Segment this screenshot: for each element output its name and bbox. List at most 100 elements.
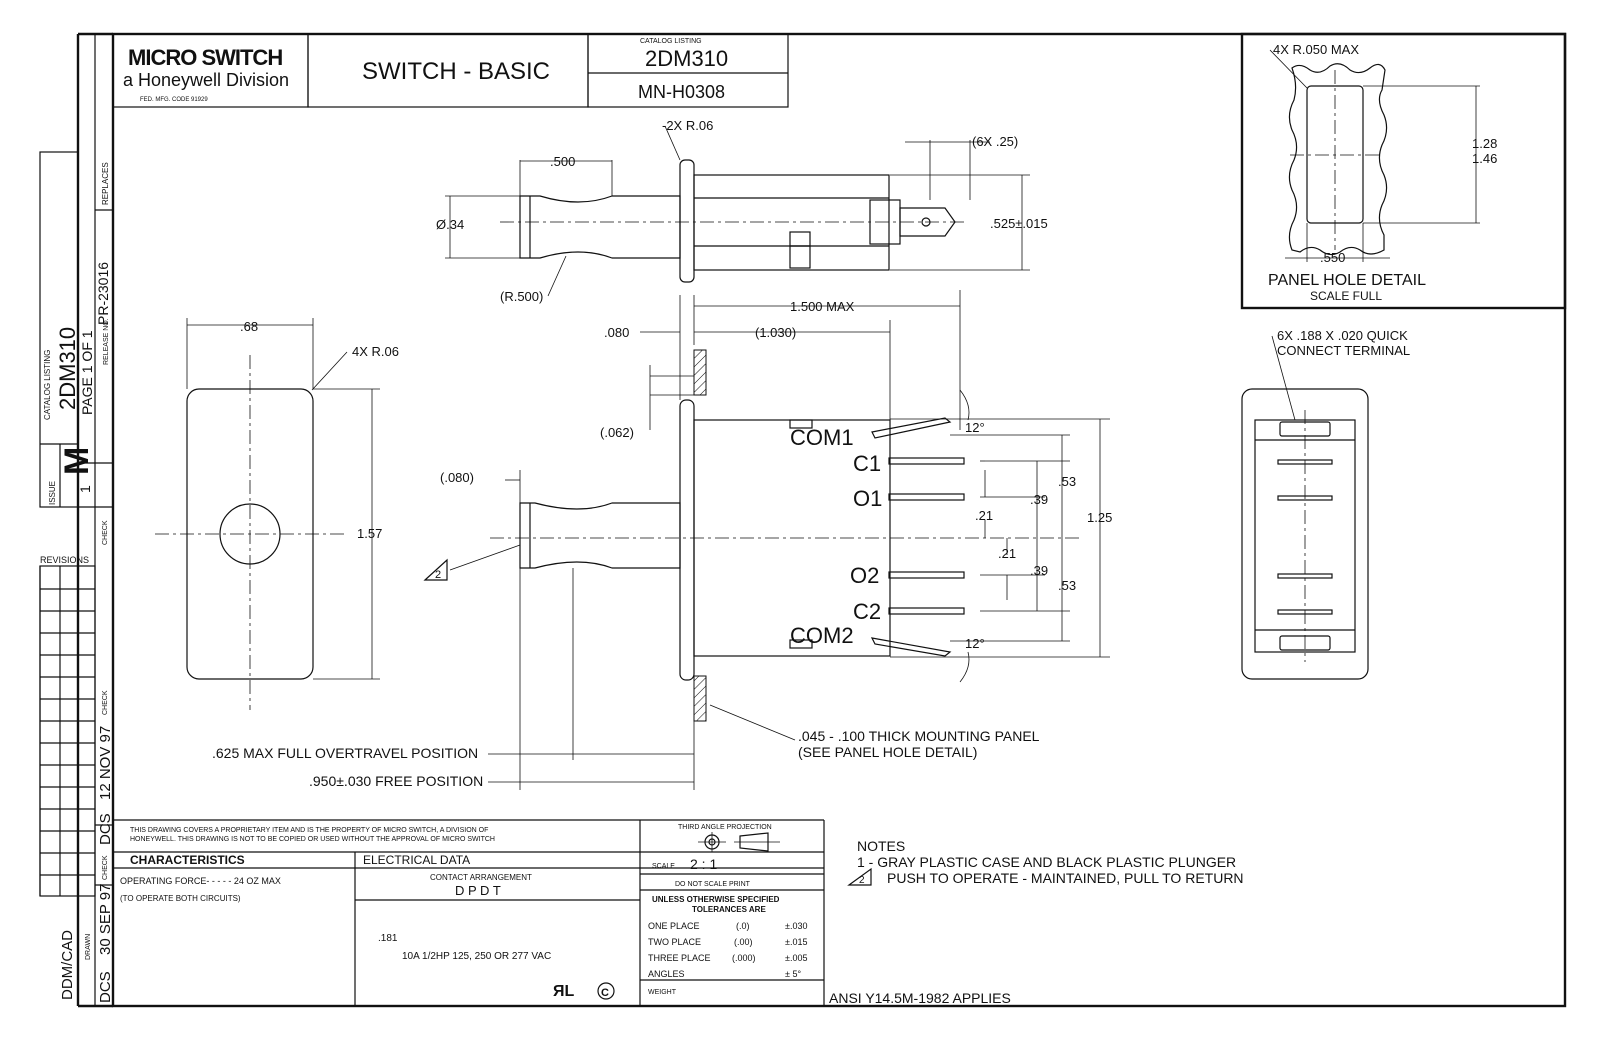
characteristics-header: CHARACTERISTICS bbox=[130, 853, 245, 867]
side-view bbox=[490, 349, 1080, 722]
tol-row-1-value: ±.030 bbox=[785, 921, 807, 931]
side-revisions: REVISIONS bbox=[40, 555, 89, 565]
panel-hole-title: PANEL HOLE DETAIL bbox=[1268, 272, 1426, 289]
do-not-scale: DO NOT SCALE PRINT bbox=[675, 881, 751, 888]
dim-diameter: Ø.34 bbox=[436, 217, 464, 232]
side-replaces: REPLACES bbox=[101, 162, 110, 205]
side-catalog-number: 2DM310 bbox=[55, 327, 80, 410]
dim-flange-radius: -2X R.06 bbox=[662, 118, 713, 133]
side-ddm-cad: DDM/CAD bbox=[59, 930, 76, 1000]
bottom-block bbox=[113, 819, 825, 1006]
proprietary-1: THIS DRAWING COVERS A PROPRIETARY ITEM A… bbox=[130, 827, 488, 834]
drawing-border bbox=[111, 32, 1567, 1008]
mn-number: MN-H0308 bbox=[638, 82, 725, 102]
notes-title: NOTES bbox=[857, 838, 905, 854]
note-1: 1 - GRAY PLASTIC CASE AND BLACK PLASTIC … bbox=[857, 854, 1236, 870]
side-check-1: CHECK bbox=[102, 520, 109, 545]
catalog-number: 2DM310 bbox=[645, 46, 728, 71]
terminal-note-1: 6X .188 X .020 QUICK bbox=[1277, 328, 1408, 343]
terminal-o1: O1 bbox=[853, 486, 882, 511]
side-release-number: PR-23016 bbox=[95, 262, 111, 325]
side-initials-1: DCS bbox=[97, 813, 114, 845]
rear-view bbox=[1241, 388, 1369, 680]
tol-row-2-label: TWO PLACE bbox=[648, 937, 701, 947]
dim-panel-gap: (.062) bbox=[600, 425, 634, 440]
tol-row-2-value: ±.015 bbox=[785, 937, 807, 947]
dim-height-525: .525±.015 bbox=[990, 216, 1048, 231]
terminal-c1: C1 bbox=[853, 451, 881, 476]
rating-code: .181 bbox=[378, 933, 398, 944]
side-release-label: RELEASE NO. bbox=[103, 318, 110, 365]
svg-text:C: C bbox=[601, 987, 609, 999]
proprietary-2: HONEYWELL. THIS DRAWING IS NOT TO BE COP… bbox=[130, 836, 495, 843]
scale-label: SCALE bbox=[652, 863, 675, 870]
side-drawn: DRAWN bbox=[85, 934, 92, 960]
brand-division: a Honeywell Division bbox=[123, 70, 289, 90]
dim-039-top: .39 bbox=[1030, 492, 1048, 507]
dim-plunger-length: .500 bbox=[550, 154, 575, 169]
panel-hole-height-max: 1.46 bbox=[1472, 151, 1497, 166]
side-date-2: 30 SEP 97 bbox=[97, 884, 114, 955]
dim-053-top: .53 bbox=[1058, 474, 1076, 489]
title-block bbox=[112, 33, 789, 108]
revisions-grid bbox=[39, 565, 113, 897]
panel-hole-scale: SCALE FULL bbox=[1310, 289, 1382, 303]
tol-row-3-places: (.000) bbox=[732, 953, 756, 963]
side-date-1: 12 NOV 97 bbox=[97, 726, 114, 800]
dim-plunger-offset: (.080) bbox=[440, 470, 474, 485]
ul-csa-marks: ЯL C bbox=[553, 982, 615, 1000]
angle-top: 12° bbox=[965, 420, 985, 435]
third-angle-projection-icon bbox=[698, 832, 780, 852]
rating: 10A 1/2HP 125, 250 OR 277 VAC bbox=[402, 951, 551, 962]
side-catalog-block bbox=[39, 151, 79, 508]
panel-hole-box bbox=[1240, 32, 1567, 310]
tol-row-3-label: THREE PLACE bbox=[648, 953, 711, 963]
top-view bbox=[500, 159, 965, 283]
scale-value: 2 : 1 bbox=[690, 856, 717, 872]
dim-front-radius: 4X R.06 bbox=[352, 344, 399, 359]
terminal-note-2: CONNECT TERMINAL bbox=[1277, 343, 1410, 358]
operating-force: OPERATING FORCE- - - - - 24 OZ MAX bbox=[120, 876, 281, 886]
tol-row-3-value: ±.005 bbox=[785, 953, 807, 963]
brand-logo: MICRO SWITCH bbox=[128, 45, 282, 70]
dim-front-height: 1.57 bbox=[357, 526, 382, 541]
panel-note-1: .045 - .100 THICK MOUNTING PANEL bbox=[798, 728, 1040, 744]
dim-039-bottom: .39 bbox=[1030, 563, 1048, 578]
side-issue-label: ISSUE bbox=[48, 481, 57, 505]
tol-row-2-places: (.00) bbox=[734, 937, 753, 947]
tolerance-title-2: TOLERANCES ARE bbox=[692, 905, 766, 914]
third-angle-label: THIRD ANGLE PROJECTION bbox=[678, 824, 772, 831]
part-title: SWITCH - BASIC bbox=[362, 58, 550, 85]
dim-021-top: .21 bbox=[975, 508, 993, 523]
panel-hole-radius: 4X R.050 MAX bbox=[1273, 42, 1359, 57]
note-2-ref: 2 bbox=[859, 875, 865, 886]
angle-bottom: 12° bbox=[965, 636, 985, 651]
terminal-com2: COM2 bbox=[790, 623, 854, 648]
panel-hole-drawing bbox=[1288, 63, 1388, 256]
dim-053-bottom: .53 bbox=[1058, 578, 1076, 593]
tolerance-title-1: UNLESS OTHERWISE SPECIFIED bbox=[652, 895, 780, 904]
electrical-data-header: ELECTRICAL DATA bbox=[363, 853, 470, 867]
operate-note: (TO OPERATE BOTH CIRCUITS) bbox=[120, 894, 241, 903]
dim-125: 1.25 bbox=[1087, 510, 1112, 525]
dim-front-width: .68 bbox=[240, 319, 258, 334]
side-issue-number: 1 bbox=[77, 485, 93, 493]
terminal-c2: C2 bbox=[853, 599, 881, 624]
dim-flange-080: .080 bbox=[604, 325, 629, 340]
tol-row-1-label: ONE PLACE bbox=[648, 921, 700, 931]
ansi-note: ANSI Y14.5M-1982 APPLIES bbox=[829, 990, 1011, 1006]
dim-overtravel: .625 MAX FULL OVERTRAVEL POSITION bbox=[212, 745, 478, 761]
fed-code: FED. MFG. CODE 91929 bbox=[140, 97, 208, 103]
arrangement-value: D P D T bbox=[455, 883, 501, 898]
svg-text:ЯL: ЯL bbox=[553, 983, 575, 1000]
dim-body-length: 1.500 MAX bbox=[790, 299, 855, 314]
panel-hole-height-min: 1.28 bbox=[1472, 136, 1497, 151]
front-view bbox=[155, 355, 345, 710]
dim-terminal-width: (6X .25) bbox=[972, 134, 1018, 149]
dim-flange-to-body: (1.030) bbox=[755, 325, 796, 340]
tol-row-1-places: (.0) bbox=[736, 921, 750, 931]
side-initials-2: DCS bbox=[97, 971, 114, 1003]
terminal-com1: COM1 bbox=[790, 425, 854, 450]
side-check-3: CHECK bbox=[102, 855, 109, 880]
note-ref-2: 2 bbox=[435, 569, 441, 581]
